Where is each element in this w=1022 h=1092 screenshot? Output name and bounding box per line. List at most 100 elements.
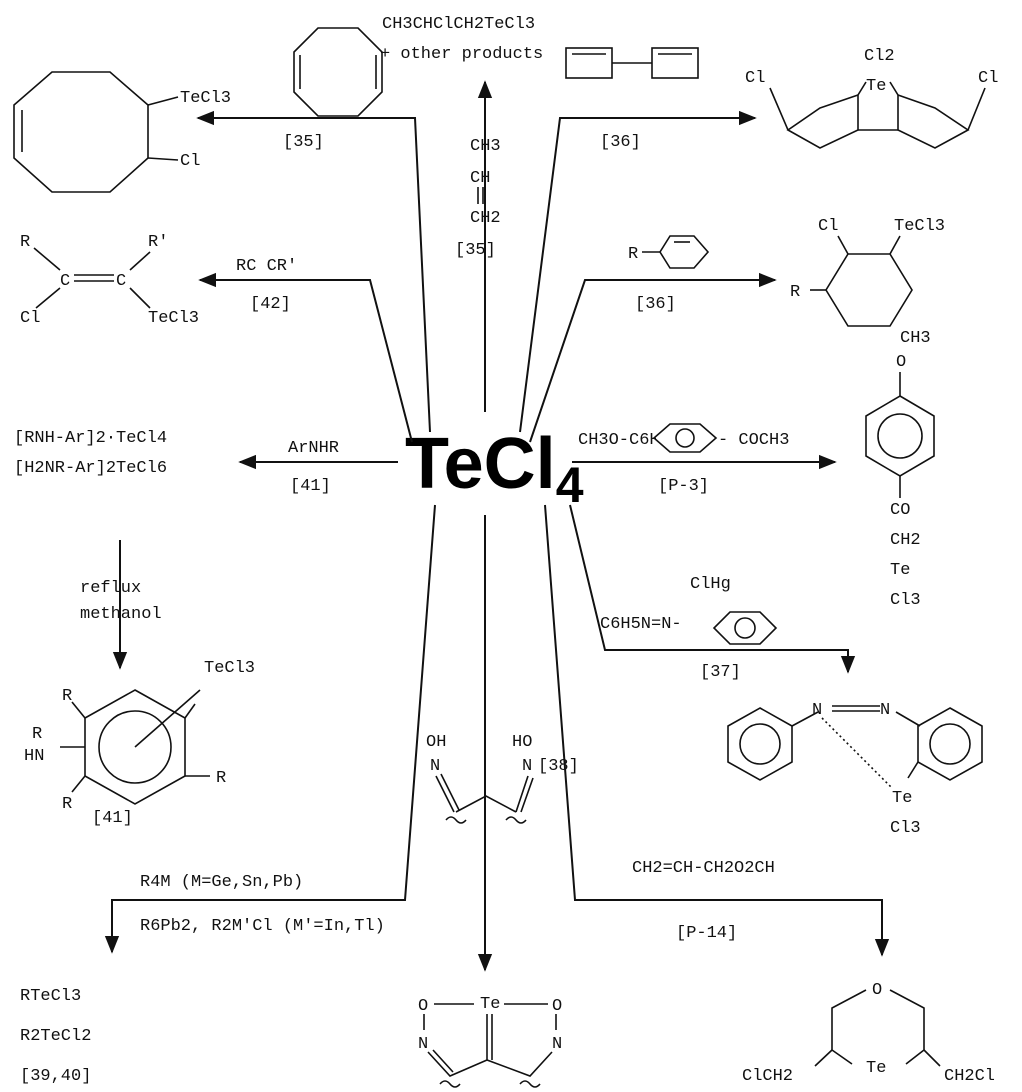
svg-text:CH2=CH-CH2O2CH: CH2=CH-CH2O2CH bbox=[632, 859, 775, 878]
svg-text:R: R bbox=[62, 795, 72, 814]
methoxyacetophenone-reagent: CH3O-C6H4-COCH3 - COCH3 bbox=[578, 420, 789, 454]
arrow-cyclohexene bbox=[529, 272, 777, 443]
azobenzene-tellurium-product: N N Te Cl3 bbox=[727, 701, 983, 838]
organometal-group: R4M (M=Ge,Sn,Pb) R6Pb2, R2M'Cl (M'=In,Tl… bbox=[20, 873, 385, 1046]
svg-text:Cl: Cl bbox=[180, 152, 200, 171]
telluradiazole-product: O Te O N N bbox=[418, 995, 562, 1088]
svg-text:Te: Te bbox=[890, 561, 910, 580]
svg-text:O: O bbox=[872, 981, 882, 1000]
chlorovinyl-tellurium-product: R R' C C Cl TeCl3 RC CR' bbox=[20, 233, 297, 328]
svg-text:+ other products: + other products bbox=[380, 45, 543, 64]
svg-text:[38]: [38] bbox=[538, 757, 579, 776]
svg-text:TeCl4: TeCl4 bbox=[405, 424, 584, 513]
arrow-organometal bbox=[104, 504, 436, 954]
svg-text:[41]: [41] bbox=[290, 477, 331, 496]
svg-text:C6H5N=N-: C6H5N=N- bbox=[600, 615, 682, 634]
svg-text:ClHg: ClHg bbox=[690, 575, 731, 594]
svg-text:TeCl3: TeCl3 bbox=[894, 217, 945, 236]
svg-text:N: N bbox=[552, 1035, 562, 1054]
svg-text:CH2Cl: CH2Cl bbox=[944, 1067, 995, 1086]
tecl4-center: TeCl4 bbox=[405, 424, 584, 513]
oxatellurane-product: O Te ClCH2 CH2Cl bbox=[742, 981, 995, 1086]
svg-text:RC CR': RC CR' bbox=[236, 257, 297, 276]
chlorocyclohexyl-product: Cl TeCl3 R bbox=[790, 217, 945, 327]
svg-text:Cl: Cl bbox=[978, 69, 998, 88]
svg-text:Cl: Cl bbox=[745, 69, 765, 88]
aryltellurium-product: R TeCl3 R HN R R bbox=[24, 659, 255, 814]
svg-text:R6Pb2, R2M'Cl (M'=In,Tl): R6Pb2, R2M'Cl (M'=In,Tl) bbox=[140, 917, 385, 936]
dioxime-reagent: OH N HO N bbox=[426, 733, 534, 824]
svg-text:Te: Te bbox=[866, 77, 886, 96]
cyclooctadiene-reagent bbox=[293, 27, 383, 117]
svg-text:R: R bbox=[20, 233, 30, 252]
svg-text:Cl2: Cl2 bbox=[864, 47, 895, 66]
svg-text:[36]: [36] bbox=[600, 133, 641, 152]
svg-text:Te: Te bbox=[866, 1059, 886, 1078]
svg-text:R: R bbox=[216, 769, 226, 788]
allyl-formate-group: CH2=CH-CH2O2CH bbox=[632, 859, 775, 878]
svg-text:HO: HO bbox=[512, 733, 532, 752]
svg-text:[P-14]: [P-14] bbox=[676, 924, 737, 943]
svg-text:[35]: [35] bbox=[283, 133, 324, 152]
svg-text:O: O bbox=[552, 997, 562, 1016]
svg-text:R: R bbox=[790, 283, 800, 302]
svg-text:Cl3: Cl3 bbox=[890, 591, 921, 610]
svg-text:HN: HN bbox=[24, 747, 44, 766]
svg-text:C: C bbox=[116, 272, 126, 291]
svg-text:TeCl3: TeCl3 bbox=[204, 659, 255, 678]
svg-text:reflux: reflux bbox=[80, 579, 141, 598]
svg-text:[42]: [42] bbox=[250, 295, 291, 314]
svg-text:R4M (M=Ge,Sn,Pb): R4M (M=Ge,Sn,Pb) bbox=[140, 873, 303, 892]
arylamine-complexes: [RNH-Ar]2·TeCl4 [H2NR-Ar]2TeCl6 ArNHR re… bbox=[14, 429, 339, 624]
svg-text:[RNH-Ar]2·TeCl4: [RNH-Ar]2·TeCl4 bbox=[14, 429, 167, 448]
svg-text:N: N bbox=[430, 757, 440, 776]
svg-text:R: R bbox=[628, 245, 638, 264]
svg-text:ClCH2: ClCH2 bbox=[742, 1067, 793, 1086]
cyclohexene-reagent: R bbox=[628, 235, 710, 269]
svg-text:Te: Te bbox=[480, 995, 500, 1014]
svg-text:[35]: [35] bbox=[455, 241, 496, 260]
svg-text:TeCl3: TeCl3 bbox=[148, 309, 199, 328]
svg-text:[36]: [36] bbox=[635, 295, 676, 314]
aryl-ketone-tellurium-product: CH3 O CO CH2 Te Cl3 bbox=[865, 329, 935, 610]
svg-text:N: N bbox=[418, 1035, 428, 1054]
svg-text:- COCH3: - COCH3 bbox=[718, 431, 789, 450]
svg-text:N: N bbox=[880, 701, 890, 720]
reaction-arrows bbox=[104, 80, 890, 972]
svg-text:C: C bbox=[60, 272, 70, 291]
svg-text:R: R bbox=[62, 687, 72, 706]
svg-text:[P-3]: [P-3] bbox=[658, 477, 709, 496]
svg-text:R': R' bbox=[148, 233, 168, 252]
svg-text:N: N bbox=[812, 701, 822, 720]
svg-text:CH3: CH3 bbox=[900, 329, 931, 348]
dicyclopentenyl-reagent bbox=[565, 47, 699, 79]
svg-text:CH: CH bbox=[470, 169, 490, 188]
arrow-alkyne bbox=[198, 272, 413, 443]
svg-text:Cl: Cl bbox=[818, 217, 838, 236]
svg-text:methanol: methanol bbox=[80, 605, 162, 624]
svg-text:[39,40]: [39,40] bbox=[20, 1067, 91, 1086]
svg-text:CH2: CH2 bbox=[470, 209, 501, 228]
svg-text:CO: CO bbox=[890, 501, 910, 520]
tellurane-dicyclopentane-product: Cl2 Te Cl Cl bbox=[745, 47, 998, 149]
svg-text:[37]: [37] bbox=[700, 663, 741, 682]
svg-text:[41]: [41] bbox=[92, 809, 133, 828]
arrow-allyl-formate bbox=[544, 504, 890, 957]
arrow-azobenzene bbox=[569, 504, 856, 674]
svg-text:Cl3: Cl3 bbox=[890, 819, 921, 838]
svg-text:ArNHR: ArNHR bbox=[288, 439, 339, 458]
svg-text:CH2: CH2 bbox=[890, 531, 921, 550]
chlorocyclooctenyl-product: TeCl3 Cl bbox=[13, 71, 231, 193]
svg-text:[H2NR-Ar]2TeCl6: [H2NR-Ar]2TeCl6 bbox=[14, 459, 167, 478]
arrow-dicyclopentenyl bbox=[519, 110, 757, 433]
svg-text:OH: OH bbox=[426, 733, 446, 752]
mercurated-azobenzene-reagent: ClHg C6H5N=N- bbox=[600, 575, 778, 645]
propene-group: CH3CHClCH2TeCl3 + other products CH3 CH … bbox=[380, 15, 543, 228]
svg-text:Te: Te bbox=[892, 789, 912, 808]
arrow-cyclooctadiene bbox=[196, 110, 431, 433]
svg-text:O: O bbox=[896, 353, 906, 372]
svg-text:O: O bbox=[418, 997, 428, 1016]
svg-text:TeCl3: TeCl3 bbox=[180, 89, 231, 108]
svg-text:R2TeCl2: R2TeCl2 bbox=[20, 1027, 91, 1046]
